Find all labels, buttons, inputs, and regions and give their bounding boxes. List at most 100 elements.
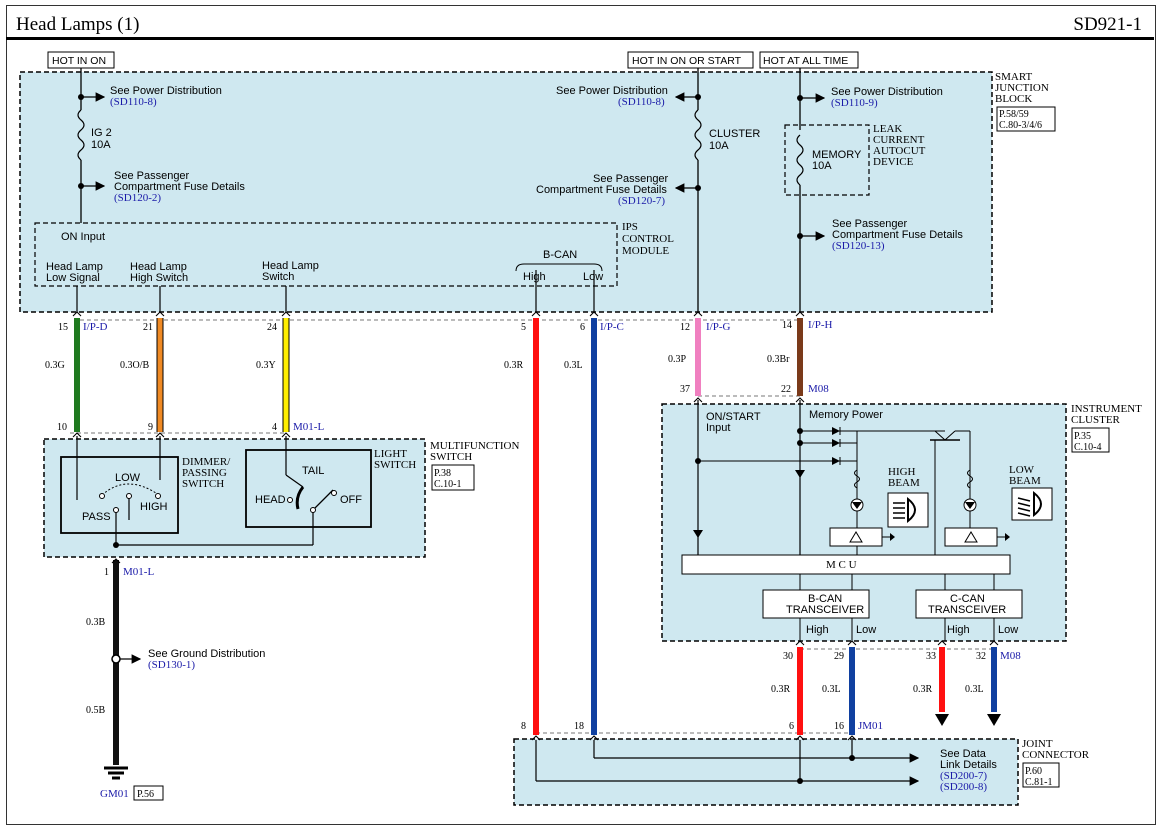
high-beam-2: BEAM [888, 477, 920, 489]
ground-page: P.56 [137, 789, 154, 800]
ips-label-2: CONTROL [622, 233, 674, 245]
ground-spec-bottom: 0.5B [86, 705, 106, 716]
spec-29: 0.3L [822, 684, 841, 695]
pin-12: 12 [680, 322, 690, 333]
joint-see-ref-1: (SD200-7) [940, 770, 987, 782]
joint-pin-18: 18 [574, 721, 584, 732]
see-pass-right-2: Compartment Fuse Details [832, 229, 963, 241]
dimmer-label-3: SWITCH [182, 478, 224, 490]
ips-low-signal-2: Low Signal [46, 272, 100, 284]
cluster-on-start-2: Input [706, 422, 730, 434]
see-power-left-ref: (SD110-8) [110, 96, 157, 108]
see-power-mid: See Power Distribution [556, 85, 668, 97]
pin-24: 24 [267, 322, 277, 333]
see-power-mid-ref: (SD110-8) [618, 96, 665, 108]
ground-pin: 1 [104, 567, 109, 578]
joint-see-ref-2: (SD200-8) [940, 781, 987, 793]
dimmer-pass: PASS [82, 511, 111, 523]
joint-label-1: JOINT [1022, 738, 1053, 750]
cluster-label-1: INSTRUMENT [1071, 403, 1142, 415]
fuse-cluster-amp: 10A [709, 140, 729, 152]
bcan-transceiver-box [762, 589, 870, 619]
mfs-pin-10: 10 [57, 422, 67, 433]
cluster-label-2: CLUSTER [1071, 414, 1121, 426]
see-pass-left-1: See Passenger [114, 170, 190, 182]
see-pass-mid-2: Compartment Fuse Details [536, 184, 667, 196]
pin-33: 33 [926, 651, 936, 662]
joint-ref-1: P.60 [1025, 766, 1042, 777]
see-pass-mid-ref: (SD120-7) [618, 195, 665, 207]
see-power-right-ref: (SD110-9) [831, 97, 878, 109]
dimmer-switch-box [60, 456, 179, 534]
dimmer-low: LOW [115, 472, 141, 484]
sjb-ref-2: C.80-3/4/6 [999, 120, 1042, 131]
sjb-box [19, 71, 993, 313]
mfs-ref-2: C.10-1 [434, 479, 462, 490]
ips-high-switch-2: High Switch [130, 272, 188, 284]
see-power-right: See Power Distribution [831, 86, 943, 98]
supply-hot-in-on: HOT IN ON [52, 55, 106, 67]
sjb-label-3: BLOCK [995, 93, 1032, 105]
pin-30: 30 [783, 651, 793, 662]
mfs-conn: M01-L [293, 421, 324, 433]
light-label-2: SWITCH [374, 459, 416, 471]
fuse-ig2-name: IG 2 [91, 127, 112, 139]
pin-15: 15 [58, 322, 68, 333]
fuse-memory-amp: 10A [812, 160, 832, 172]
leak-label-3: AUTOCUT [873, 145, 926, 157]
conn-ipg: I/P-G [706, 321, 731, 333]
light-tail: TAIL [302, 465, 324, 477]
joint-ref-2: C.81-1 [1025, 777, 1053, 788]
spec-30: 0.3R [771, 684, 791, 695]
ground-id: GM01 [100, 788, 129, 800]
ips-high-switch-1: Head Lamp [130, 261, 187, 273]
ccan-tx-1: C-CAN [950, 593, 985, 605]
sjb-label-1: SMART [995, 71, 1033, 83]
pin-21: 21 [143, 322, 153, 333]
supply-hot-all-time: HOT AT ALL TIME [763, 55, 848, 67]
see-power-left: See Power Distribution [110, 85, 222, 97]
joint-pin-16: 16 [834, 721, 844, 732]
cluster-pin-37: 37 [680, 384, 690, 395]
mfs-pin-4: 4 [272, 422, 277, 433]
spec-03y: 0.3Y [256, 360, 276, 371]
light-off: OFF [340, 494, 362, 506]
joint-see-2: Link Details [940, 759, 997, 771]
dimmer-label-1: DIMMER/ [182, 456, 231, 468]
ips-bcan-low: Low [583, 271, 603, 283]
light-label-1: LIGHT [374, 448, 407, 460]
cluster-ref-2: C.10-4 [1074, 442, 1102, 453]
ccan-tx-2: TRANSCEIVER [928, 604, 1006, 616]
bcan-tx-1: B-CAN [808, 593, 842, 605]
ccan-transceiver-box [915, 589, 1023, 619]
leak-label-2: CURRENT [873, 134, 925, 146]
pin-6: 6 [580, 322, 585, 333]
bcan-low: Low [856, 624, 876, 636]
ccan-low: Low [998, 624, 1018, 636]
diagram-code: SD921-1 [1073, 14, 1142, 35]
conn-ipc: I/P-C [600, 321, 624, 333]
conn-iph: I/P-H [808, 319, 833, 331]
ips-lamp-switch-2: Switch [262, 271, 294, 283]
ips-low-signal-1: Head Lamp [46, 261, 103, 273]
ips-lamp-switch-1: Head Lamp [262, 260, 319, 272]
ground-symbol-icon [104, 766, 128, 780]
ccan-high: High [947, 624, 970, 636]
conn-ipd: I/P-D [83, 321, 108, 333]
joint-pin-8: 8 [521, 721, 526, 732]
pin-5: 5 [521, 322, 526, 333]
dimmer-label-2: PASSING [182, 467, 227, 479]
spec-03l-top: 0.3L [564, 360, 583, 371]
ips-label-1: IPS [622, 221, 638, 233]
see-pass-mid-1: See Passenger [593, 173, 669, 185]
ips-bcan-high: High [523, 271, 546, 283]
spec-03r-top: 0.3R [504, 360, 524, 371]
cluster-pin-22: 22 [781, 384, 791, 395]
fuse-ig2-amp: 10A [91, 139, 111, 151]
ground-see: See Ground Distribution [148, 648, 265, 660]
mfs-label-2: SWITCH [430, 451, 472, 463]
see-pass-right-ref: (SD120-13) [832, 240, 885, 252]
page-title: Head Lamps (1) [16, 14, 140, 35]
spec-03br: 0.3Br [767, 354, 790, 365]
